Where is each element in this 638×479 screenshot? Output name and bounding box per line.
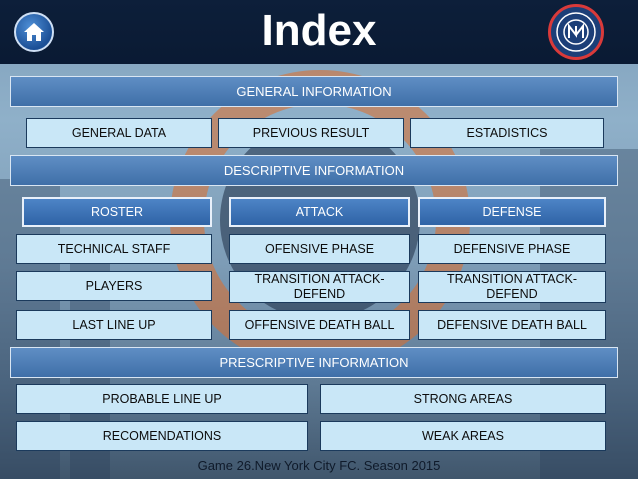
ofensive-phase-button[interactable]: OFENSIVE PHASE [229,234,410,264]
prescriptive-information-banner[interactable]: PRESCRIPTIVE INFORMATION [10,347,618,378]
strong-areas-button[interactable]: STRONG AREAS [320,384,606,414]
header-bar [0,0,638,64]
attack-header[interactable]: ATTACK [229,197,410,227]
page-title: Index [261,6,377,55]
home-button[interactable] [14,12,54,52]
probable-line-up-button[interactable]: PROBABLE LINE UP [16,384,308,414]
footer-caption: Game 26.New York City FC. Season 2015 [197,458,441,473]
descriptive-information-banner[interactable]: DESCRIPTIVE INFORMATION [10,155,618,186]
defense-transition-label: TRANSITION ATTACK-DEFEND [446,272,578,301]
defense-header[interactable]: DEFENSE [418,197,606,227]
last-line-up-button[interactable]: LAST LINE UP [16,310,212,340]
recomendations-button[interactable]: RECOMENDATIONS [16,421,308,451]
weak-areas-button[interactable]: WEAK AREAS [320,421,606,451]
defensive-death-ball-button[interactable]: DEFENSIVE DEATH BALL [418,310,606,340]
attack-transition-label: TRANSITION ATTACK-DEFEND [254,272,385,301]
players-button[interactable]: PLAYERS [16,271,212,301]
attack-transition-button[interactable]: TRANSITION ATTACK-DEFEND [229,271,410,303]
home-icon [24,23,44,41]
roster-header[interactable]: ROSTER [22,197,212,227]
defense-transition-button[interactable]: TRANSITION ATTACK-DEFEND [418,271,606,303]
estadistics-button[interactable]: ESTADISTICS [410,118,604,148]
club-crest-icon [556,12,596,52]
general-data-button[interactable]: GENERAL DATA [26,118,212,148]
club-crest [548,4,604,60]
general-information-banner[interactable]: GENERAL INFORMATION [10,76,618,107]
previous-result-button[interactable]: PREVIOUS RESULT [218,118,404,148]
defensive-phase-button[interactable]: DEFENSIVE PHASE [418,234,606,264]
offensive-death-ball-button[interactable]: OFFENSIVE DEATH BALL [229,310,410,340]
technical-staff-button[interactable]: TECHNICAL STAFF [16,234,212,264]
